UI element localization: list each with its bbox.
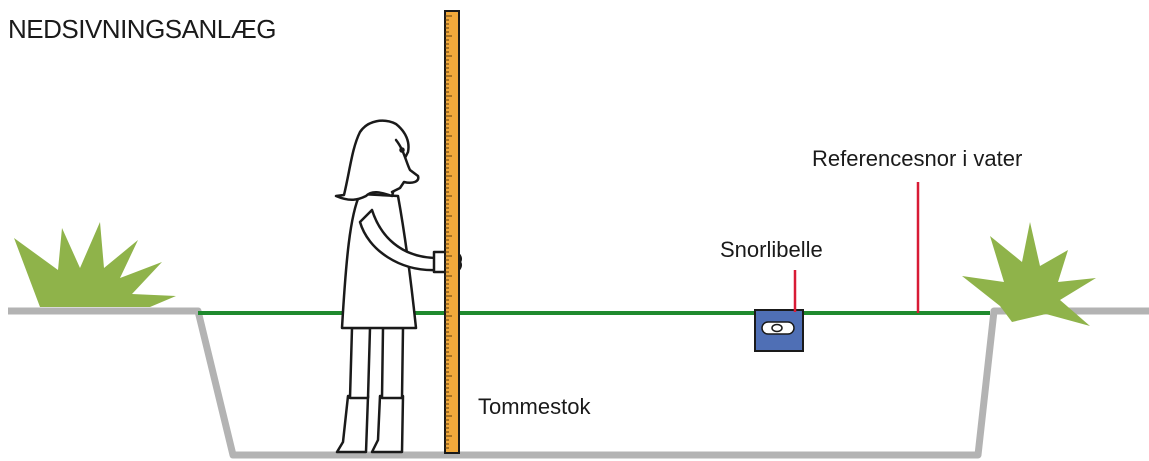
boot-right (370, 394, 405, 454)
eye (399, 147, 405, 153)
page-title: NEDSIVNINGSANLÆG (8, 14, 276, 44)
ground-left (8, 307, 1149, 459)
folding-ruler (444, 10, 460, 454)
ruler-ticks (445, 15, 452, 449)
label-line-level: Snorlibelle (720, 237, 823, 262)
person-figure (334, 119, 462, 454)
leg-left (348, 326, 372, 400)
ground-trench (8, 307, 1149, 459)
label-reference-string: Referencesnor i vater (812, 146, 1023, 171)
grass-left (14, 222, 176, 307)
leg-right (380, 326, 405, 400)
boot-left (335, 394, 370, 454)
line-level (754, 309, 804, 352)
dress (340, 192, 418, 330)
label-folding-ruler: Tommestok (478, 394, 591, 419)
hair (334, 119, 410, 201)
grass-right (962, 222, 1096, 326)
